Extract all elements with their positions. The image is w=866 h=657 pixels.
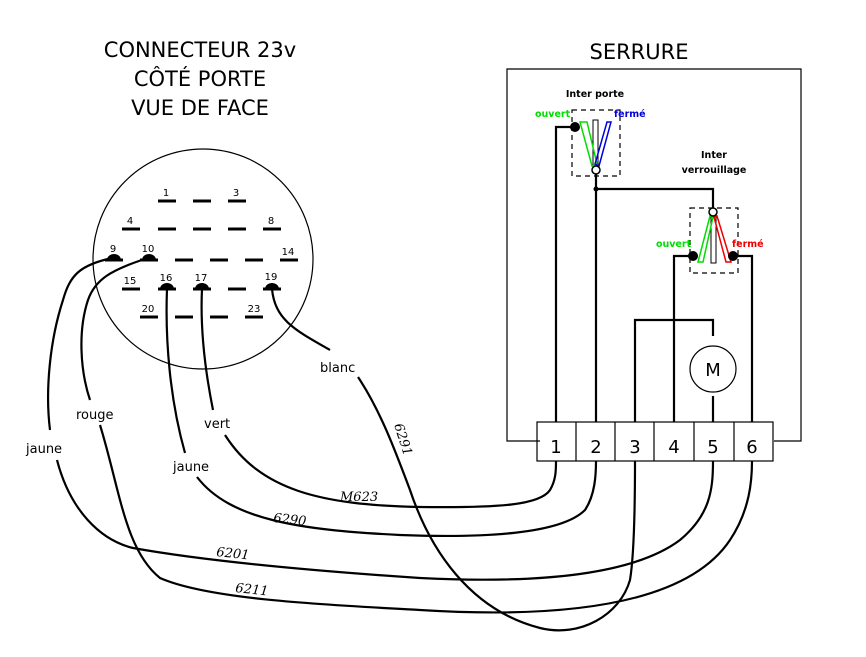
wire-code-6211: 6211 (235, 581, 269, 599)
door-switch-title: Inter porte (566, 89, 624, 100)
motor-symbol (689, 345, 737, 393)
lock-switch-open-blade (697, 215, 714, 263)
terminal-2: 2 (590, 437, 601, 458)
wire-label-pin17: vert (204, 417, 230, 432)
connector-face (92, 148, 314, 370)
terminal-block (536, 421, 774, 462)
terminal-3: 3 (629, 437, 640, 458)
internal-wiring (554, 125, 754, 422)
harness-wires (46, 256, 754, 632)
pin-label-8: 8 (268, 216, 274, 227)
connector-title-line-3: VUE DE FACE (131, 96, 269, 120)
lock-title: SERRURE (589, 40, 688, 64)
pin-label-15: 15 (124, 276, 137, 287)
lock-switch-pivot (708, 207, 718, 217)
terminal-4: 4 (668, 437, 679, 458)
pin-label-3: 3 (233, 188, 239, 199)
wire-code-m623: M623 (339, 490, 378, 505)
pin-label-4: 4 (127, 216, 133, 227)
connector-title-line-2: CÔTÉ PORTE (134, 66, 266, 91)
connector-title-line-1: CONNECTEUR 23v (104, 38, 296, 62)
door-switch-pivot (591, 165, 601, 175)
pin-label-9: 9 (110, 244, 116, 255)
wire-label-pin19: blanc (320, 361, 355, 376)
terminal-6: 6 (746, 437, 757, 458)
wire-code-6201: 6201 (216, 545, 250, 563)
pin-label-16: 16 (160, 273, 173, 284)
pin-contacts (107, 254, 279, 289)
lock-switch-box (689, 207, 739, 274)
pin-label-20: 20 (142, 304, 155, 315)
door-switch-closed-label: fermé (614, 109, 646, 120)
lock-switch-closed-blade (713, 215, 733, 263)
terminal-1: 1 (550, 437, 561, 458)
pin-label-17: 17 (195, 273, 208, 284)
pin-label-19: 19 (265, 272, 278, 283)
pin-label-1: 1 (163, 188, 169, 199)
pin-label-10: 10 (142, 244, 155, 255)
wire-label-pin10: rouge (76, 408, 114, 423)
lock-switch-closed-label: fermé (732, 239, 764, 250)
lock-switch-contact-closed (728, 251, 738, 261)
door-switch-closed-blade (594, 121, 612, 168)
wire-code-6290: 6290 (273, 511, 307, 529)
door-switch-box (571, 109, 621, 177)
door-switch-open-label: ouvert (535, 109, 571, 120)
wire-label-pin9: jaune (25, 442, 62, 457)
lock-switch-title-2: verrouillage (682, 165, 747, 176)
door-switch-open-blade (579, 121, 598, 168)
pin-label-14: 14 (282, 247, 295, 258)
wire-code-6291: 6291 (390, 422, 414, 458)
motor-label: M (705, 360, 721, 381)
wire-label-pin16: jaune (172, 460, 209, 475)
lock-switch-contact-open (688, 251, 698, 261)
terminal-5: 5 (707, 437, 718, 458)
door-switch-contact (570, 122, 580, 132)
lock-switch-title-1: Inter (701, 150, 727, 161)
lock-switch-open-label: ouvert (656, 239, 692, 250)
lock-housing (506, 68, 802, 442)
pin-label-23: 23 (248, 304, 261, 315)
